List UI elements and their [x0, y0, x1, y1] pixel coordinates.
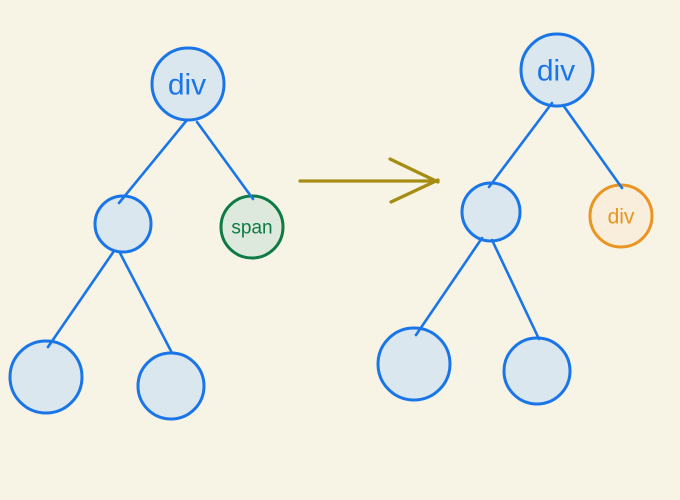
- before-edge-child-leaf-right: [118, 251, 174, 355]
- after-leaf-right-node: [502, 336, 572, 406]
- before-edge-root-span: [195, 120, 255, 201]
- before-tree: div span: [8, 46, 285, 421]
- before-root-label: div: [168, 69, 206, 102]
- after-leaf-left-node: [376, 326, 452, 402]
- before-leaf-right-node: [136, 351, 206, 421]
- before-edge-child-leaf-left: [46, 249, 116, 349]
- after-edge-root-child: [487, 101, 554, 189]
- before-span-label: span: [231, 218, 272, 239]
- after-edge-child-leaf-left: [414, 236, 484, 337]
- transform-arrow: [298, 157, 440, 204]
- before-leaf-left-node: [8, 339, 84, 415]
- after-child-node: [460, 181, 522, 243]
- after-tree: div div: [376, 32, 654, 406]
- after-edge-child-leaf-right: [490, 238, 541, 341]
- after-root-label: div: [537, 55, 575, 88]
- after-root-node: [519, 32, 595, 108]
- after-edge-root-div: [561, 103, 624, 190]
- arrow-head-upper: [388, 157, 440, 184]
- before-child-node: [93, 194, 153, 254]
- before-edge-root-child: [117, 118, 189, 205]
- after-div-label: div: [608, 206, 635, 229]
- arrow-head-lower: [389, 178, 440, 204]
